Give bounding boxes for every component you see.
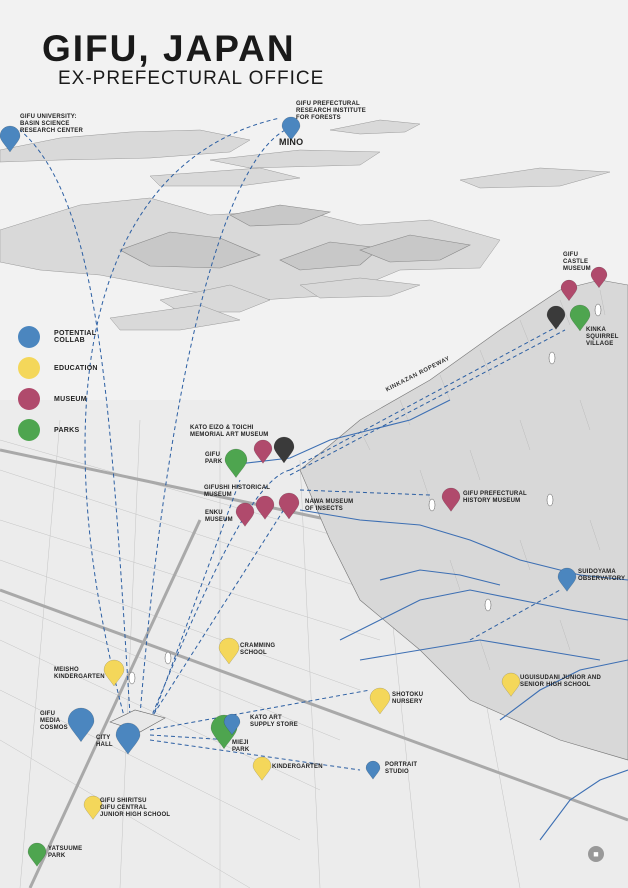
pin-enku-museum[interactable] (235, 502, 255, 527)
pin-kato-eizo-a[interactable] (253, 439, 273, 464)
label-uguisudani: UGUISUDANI JUNIOR AND SENIOR HIGH SCHOOL (520, 675, 601, 688)
pin-historical-museum[interactable] (255, 495, 275, 520)
pin-castle-museum-b[interactable] (590, 266, 608, 289)
label-mino: MINO (279, 137, 304, 147)
label-shiritsu: GIFU SHIRITSU GIFU CENTRAL JUNIOR HIGH S… (100, 798, 171, 818)
label-suidoyama: SUIDOYAMA OBSERVATORY (578, 569, 626, 582)
legend-label: POTENTIAL COLLAB (54, 330, 97, 344)
label-shotoku-nursery: SHOTOKU NURSERY (392, 692, 424, 705)
pin-uguisudani[interactable] (501, 672, 521, 697)
legend-label: EDUCATION (54, 364, 98, 372)
legend-item-parks: PARKS (18, 415, 148, 445)
pin-cramming-school[interactable] (218, 637, 240, 665)
pin-shotoku-nursery[interactable] (369, 687, 391, 715)
mountain-ridges (119, 204, 471, 271)
label-cramming-school: CRAMMING SCHOOL (240, 643, 276, 656)
pin-media-cosmos[interactable] (67, 707, 95, 743)
label-nawa-museum: NAWA MUSEUM OF INSECTS (305, 499, 354, 512)
legend-swatch (18, 326, 40, 348)
kinkazan-mountain (299, 279, 628, 761)
pin-gifu-university[interactable] (0, 125, 21, 153)
pin-portrait-studio[interactable] (365, 760, 381, 780)
legend-swatch (18, 357, 40, 379)
legend-item-collab: POTENTIAL COLLAB (18, 322, 148, 352)
label-enku-museum: ENKU MUSEUM (205, 510, 233, 523)
pin-kinka-squirrel[interactable] (569, 304, 591, 332)
pin-forests-institute[interactable] (281, 116, 301, 141)
label-mieji-park: MIEJI PARK (232, 740, 250, 753)
label-kato-art: KATO ART SUPPLY STORE (250, 715, 298, 728)
hiker-figures (128, 303, 602, 685)
pin-shiritsu[interactable] (83, 795, 103, 820)
legend-label: PARKS (54, 426, 80, 434)
pin-history-museum[interactable] (441, 487, 461, 512)
pin-castle-museum-a[interactable] (560, 279, 578, 302)
legend-item-museum: MUSEUM (18, 384, 148, 414)
bus-icon: ■ (588, 846, 604, 862)
label-media-cosmos: GIFU MEDIA COSMOS (40, 711, 68, 731)
label-historical-museum: GIFUSHI HISTORICAL MUSEUM (204, 485, 271, 498)
pin-city-hall[interactable] (115, 722, 141, 755)
page-subtitle: EX-PREFECTURAL OFFICE (58, 68, 325, 89)
connection-routes (19, 117, 566, 771)
pin-kato-eizo-b[interactable] (273, 436, 295, 464)
river-network (229, 399, 628, 841)
label-yatsuume-park: YATSUUME PARK (48, 846, 83, 859)
label-castle-museum: GIFU CASTLE MUSEUM (563, 252, 591, 272)
legend-swatch (18, 419, 40, 441)
legend-item-education: EDUCATION (18, 353, 148, 383)
label-meisho-kindergarten: MEISHO KINDERGARTEN (54, 667, 105, 680)
pin-yatsuume-park[interactable] (27, 842, 47, 867)
main-roads (0, 448, 628, 888)
pin-nawa-museum[interactable] (278, 492, 300, 520)
label-city-hall: CITY HALL (96, 735, 113, 748)
label-kinka-squirrel: KINKA SQUIRREL VILLAGE (586, 327, 619, 347)
label-forests-institute: GIFU PREFECTURAL RESEARCH INSTITUTE FOR … (296, 101, 366, 121)
label-gifu-park: GIFU PARK (205, 452, 223, 465)
pin-ropeway-top[interactable] (546, 305, 566, 330)
pin-gifu-park[interactable] (224, 448, 248, 479)
pin-kindergarten[interactable] (252, 756, 272, 781)
label-kato-eizo: KATO EIZO & TOICHI MEMORIAL ART MUSEUM (190, 425, 269, 438)
label-gifu-university: GIFU UNIVERSITY: BASIN SCIENCE RESEARCH … (20, 114, 84, 134)
location-pins (0, 116, 608, 867)
background-mountains (0, 119, 611, 331)
legend-swatch (18, 388, 40, 410)
label-history-museum: GIFU PREFECTURAL HISTORY MUSEUM (463, 491, 527, 504)
pin-suidoyama[interactable] (557, 567, 577, 592)
pin-kato-art-b[interactable] (223, 713, 241, 736)
legend-label: MUSEUM (54, 395, 87, 403)
legend: POTENTIAL COLLAB EDUCATION MUSEUM PARKS (18, 322, 148, 446)
page-title: GIFU, JAPAN (42, 28, 296, 69)
pin-meisho-kindergarten[interactable] (103, 659, 125, 687)
label-kindergarten: KINDERGARTEN (272, 764, 323, 770)
label-portrait-studio: PORTRAIT STUDIO (385, 762, 418, 775)
